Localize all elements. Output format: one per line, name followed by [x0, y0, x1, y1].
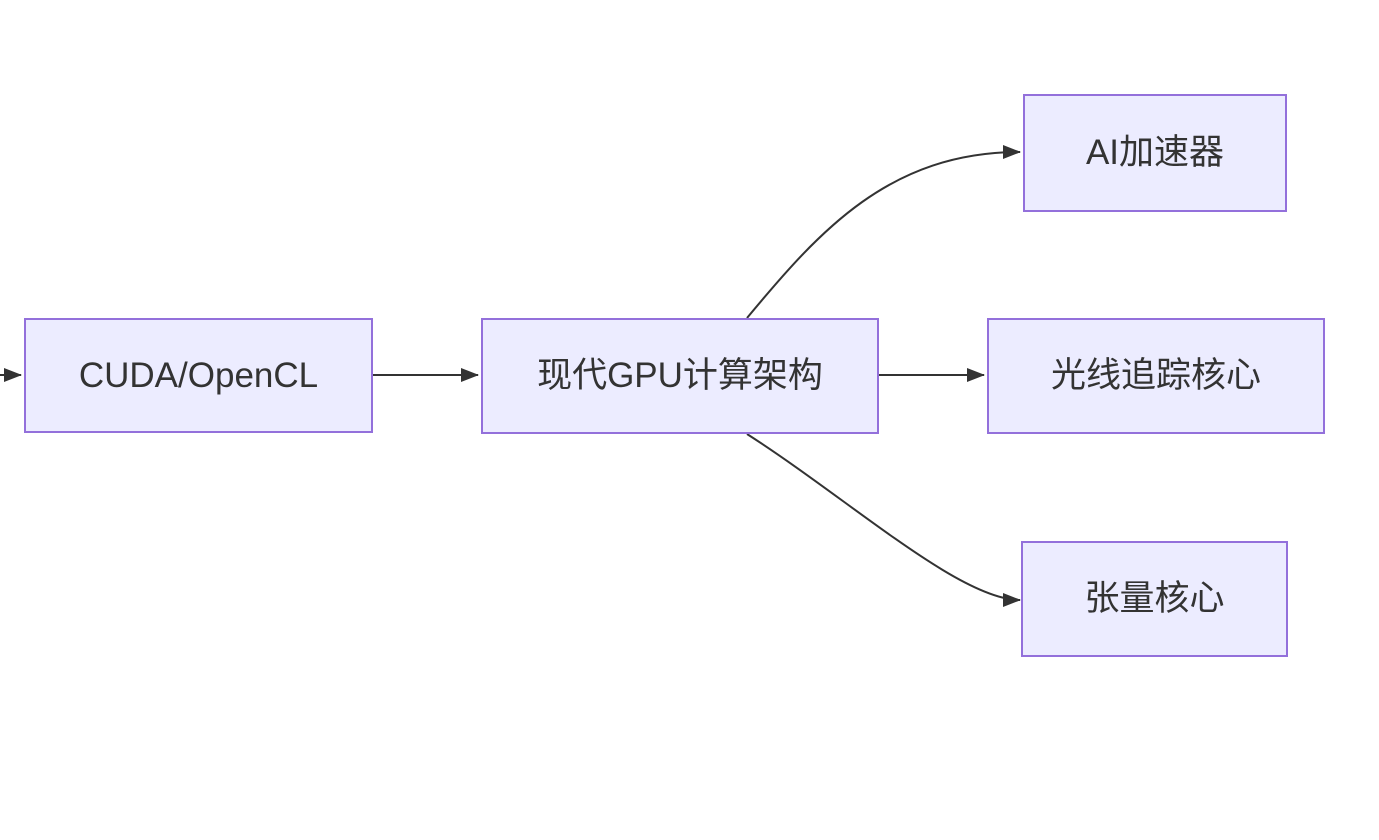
node-label: AI加速器 [1085, 133, 1225, 172]
node-cuda-opencl: CUDA/OpenCL [24, 318, 373, 433]
node-label: CUDA/OpenCL [78, 355, 319, 395]
node-label: 张量核心 [1084, 579, 1225, 618]
node-label: 现代GPU计算架构 [537, 356, 823, 395]
node-ray-tracing-core: 光线追踪核心 [987, 318, 1325, 434]
node-ai-accelerator: AI加速器 [1023, 94, 1287, 212]
edge-gpu-to-ai [746, 145, 1021, 319]
edge-gpu-to-tensor [746, 433, 1021, 607]
node-gpu-arch: 现代GPU计算架构 [481, 318, 879, 434]
node-label: 光线追踪核心 [1050, 356, 1261, 395]
node-tensor-core: 张量核心 [1021, 541, 1288, 657]
